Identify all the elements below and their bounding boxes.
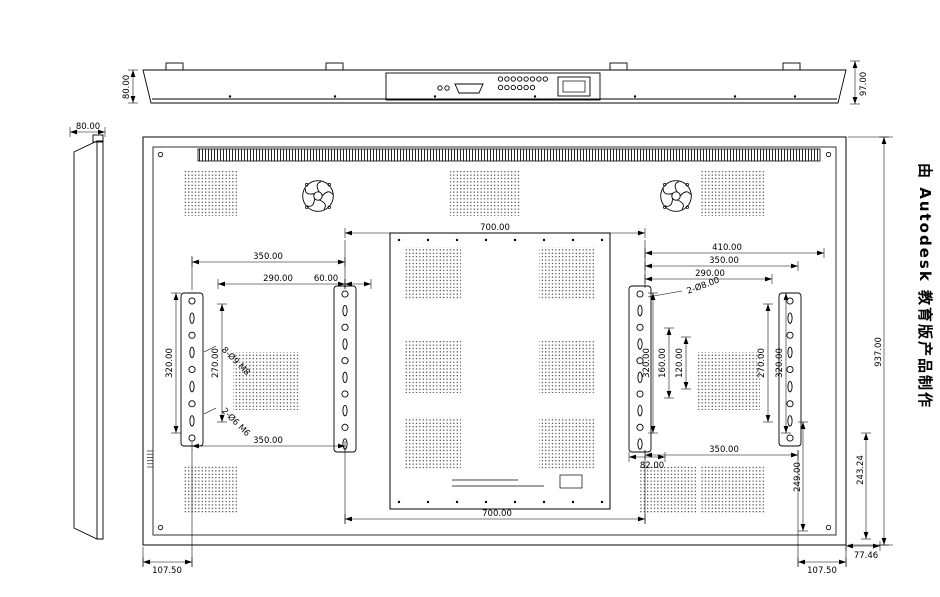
cooling-fans	[302, 180, 692, 212]
dim-d107_bottom_right: 107.50	[807, 566, 837, 576]
dim-d107_bottom_left: 107.50	[152, 566, 182, 576]
dim-d120_right: 120.00	[675, 348, 685, 378]
vent-strip	[197, 148, 821, 162]
grille	[700, 170, 764, 216]
dim-d410_right: 410.00	[712, 243, 742, 253]
jack-icon	[437, 85, 443, 91]
rear-outline	[142, 136, 847, 546]
dim-d97_top_right: 97.00	[859, 72, 869, 96]
dim-d350_right_bottom: 350.00	[709, 445, 739, 455]
autodesk-watermark: 由 Autodesk 教育版产品制作	[916, 163, 934, 410]
dim-d320_left: 320.00	[165, 348, 175, 378]
plate-label-marks	[452, 474, 583, 489]
dim-d937_height: 937.00	[874, 337, 884, 367]
rear-inner-frame	[152, 146, 837, 536]
mount-bracket	[333, 285, 357, 453]
rear-view	[142, 136, 847, 546]
cooling-fan	[660, 180, 692, 212]
jack-icon	[444, 85, 450, 91]
dim-d60_center: 60.00	[314, 274, 338, 284]
mount-tab	[782, 62, 801, 71]
mount-tab	[609, 62, 628, 71]
grille	[233, 352, 299, 410]
mount-tab	[325, 62, 344, 71]
grille	[640, 466, 696, 513]
dim-d160_right: 160.00	[658, 348, 668, 378]
grille	[696, 352, 760, 410]
connector-panel	[385, 72, 601, 101]
screw-icon	[157, 524, 164, 531]
module-slot	[557, 76, 591, 97]
dim-d700_bottom: 700.00	[482, 509, 512, 519]
dim-d350_left_bottom: 350.00	[253, 436, 283, 446]
top-view-details	[228, 76, 797, 98]
grille	[184, 170, 238, 216]
grille	[450, 170, 520, 216]
dim-d700_top: 700.00	[480, 223, 510, 233]
dim-d77_bottom_right: 77.46	[854, 551, 878, 561]
speaker-grilles	[184, 170, 764, 513]
dim-d80_top_left: 80.00	[122, 75, 132, 99]
dim-d350_left_top: 350.00	[253, 252, 283, 262]
cooling-fan	[302, 180, 334, 212]
mount-tab	[165, 62, 184, 71]
screw-icon	[157, 151, 164, 158]
connector-marks	[147, 450, 153, 468]
dim-d270_left: 270.00	[211, 348, 221, 378]
side-view-outline	[73, 140, 104, 540]
plate-screws	[397, 238, 604, 504]
vesa-plate	[389, 232, 611, 510]
dim-d82_bottom: 82.00	[640, 461, 664, 471]
screw-icon	[825, 524, 832, 531]
dim-d270_right: 270.00	[757, 348, 767, 378]
dim-d320_right_inner: 320.00	[642, 348, 652, 378]
top-view	[142, 62, 847, 104]
dim-d290_right_top: 290.00	[695, 269, 725, 279]
top-view-outline	[142, 69, 847, 104]
dim-d80_side: 80.00	[76, 122, 100, 132]
screw-icon	[825, 151, 832, 158]
dim-d243_bottom_right: 243.24	[856, 455, 866, 485]
mount-bracket	[628, 285, 652, 453]
dim-d249_bottom_right: 249.00	[793, 462, 803, 492]
grille	[700, 466, 764, 513]
side-view	[73, 134, 104, 540]
mount-bracket	[180, 292, 204, 447]
dim-d350_right_top: 350.00	[709, 256, 739, 266]
vga-connector-icon	[454, 83, 484, 94]
dim-d320_right_outer: 320.00	[775, 348, 785, 378]
grille	[184, 466, 238, 513]
corner-screws	[157, 151, 832, 531]
plate-vents	[404, 247, 596, 469]
dim-d290_left_top: 290.00	[263, 274, 293, 284]
mount-tab	[92, 134, 104, 143]
